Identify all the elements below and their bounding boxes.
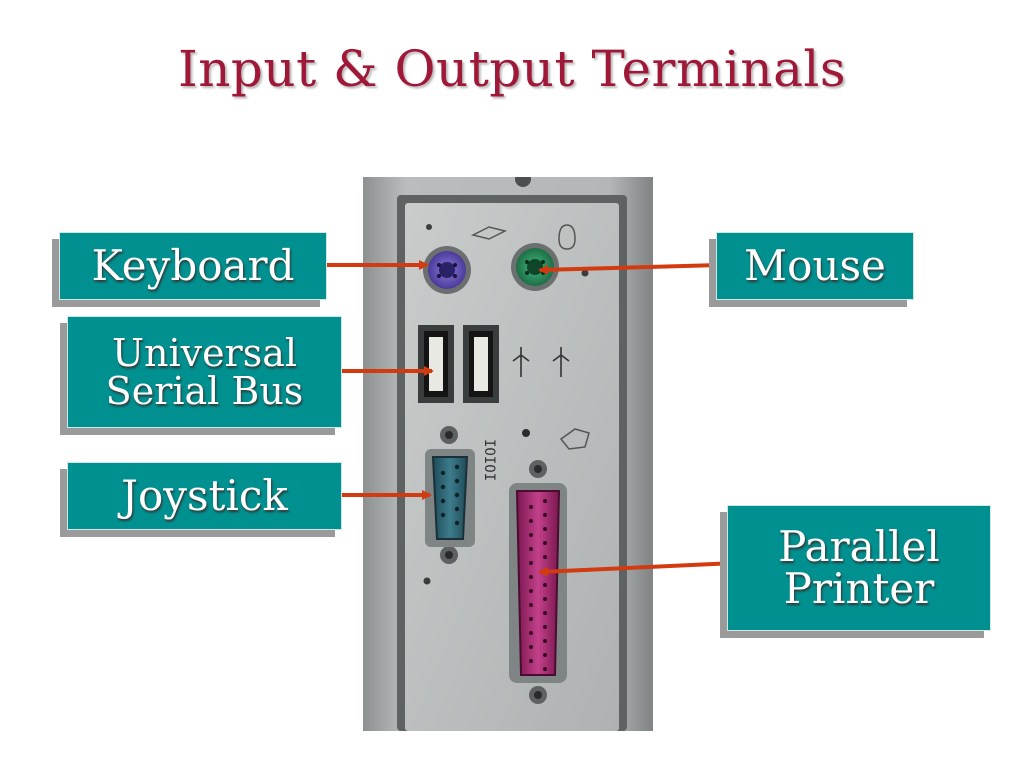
back-panel-photo: IOIOI [363,177,653,731]
parallel-printer-callout: Parallel Printer [727,505,991,631]
parallel-label-line2: Printer [783,564,935,613]
svg-text:IOIOI: IOIOI [481,439,497,481]
usb-label-line1: Universal [111,331,298,375]
joystick-callout: Joystick [67,462,342,530]
usb-callout: Universal Serial Bus [67,316,342,428]
joystick-label: Joystick [121,471,288,520]
slide-title: Input & Output Terminals [177,40,847,98]
usb-label-line2: Serial Bus [105,369,304,413]
keyboard-label: Keyboard [91,241,295,290]
mouse-callout: Mouse [716,232,914,300]
mouse-label: Mouse [744,241,886,290]
parallel-label-line1: Parallel [778,522,940,571]
keyboard-callout: Keyboard [59,232,327,300]
